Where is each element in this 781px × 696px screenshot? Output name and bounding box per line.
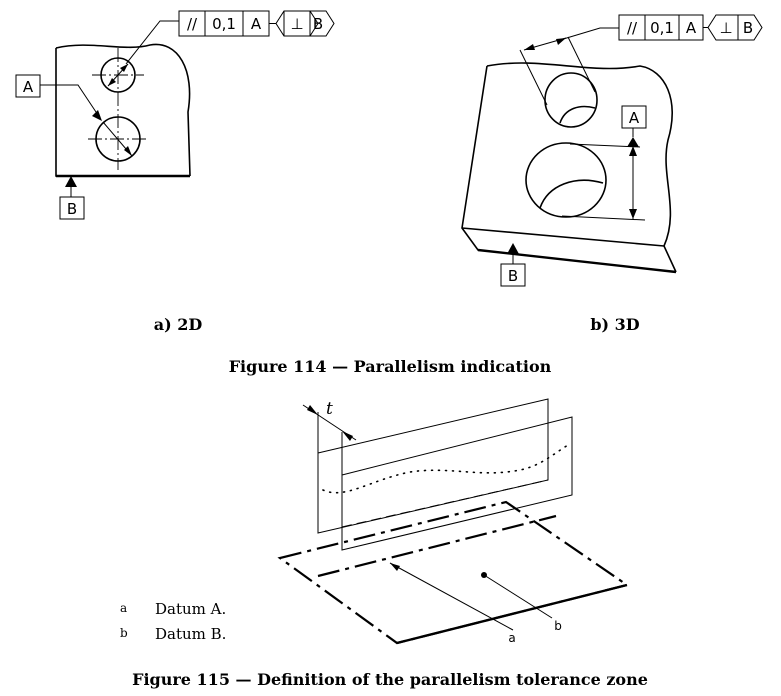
orientation-datum-3d: B <box>743 19 753 37</box>
leader-a-label: a <box>508 631 515 645</box>
width-arrow-left-3d <box>524 44 535 50</box>
feature-control-frame-3d: // 0,1 A ⊥ B <box>618 14 763 41</box>
datum-plane-front-edge <box>396 583 628 645</box>
upper-hole-ext-left-3d <box>519 49 548 106</box>
width-arrow-right-3d <box>556 38 566 45</box>
lower-hole-arrow <box>124 146 132 156</box>
datum-a-box-2d <box>15 74 41 98</box>
note-text-a: Datum A. <box>155 600 226 618</box>
t-arrow-1 <box>307 405 318 415</box>
subcaption-3d: b) 3D <box>590 315 639 334</box>
datum-ref-3d: A <box>686 19 697 37</box>
orientation-datum-2d: B <box>313 15 323 33</box>
perpendicularity-symbol-2d: ⊥ <box>290 15 303 33</box>
frame-leader-3d <box>559 27 619 41</box>
tolerance-value-3d: 0,1 <box>650 19 674 37</box>
upper-hole-ext-right-3d <box>567 36 596 93</box>
parallelism-symbol-3d: // <box>627 19 638 37</box>
datum-a-leader-2d <box>40 84 99 116</box>
datum-b-triangle-2d <box>65 176 77 187</box>
actual-surface-line <box>322 444 569 494</box>
upper-hole-arrow-2 <box>108 78 116 86</box>
datum-b-label-3d: B <box>508 267 518 285</box>
datum-b-label-2d: B <box>67 200 77 218</box>
note-key-a: a <box>120 601 127 615</box>
frame-leader-2d <box>125 20 179 65</box>
datum-b-box-2d <box>59 196 85 220</box>
figure-115-diagram: t a b <box>277 398 630 645</box>
datum-b-box-3d <box>500 263 526 287</box>
lower-hole-3d <box>525 142 607 218</box>
perpendicularity-symbol-3d: ⊥ <box>719 19 732 37</box>
datum-a-box-3d <box>621 105 647 129</box>
tolerance-plane-front <box>341 416 573 551</box>
note-text-b: Datum B. <box>155 625 226 643</box>
datum-line-a <box>317 514 557 578</box>
subcaption-2d: a) 2D <box>154 315 203 334</box>
datum-a-arrow-bottom-3d <box>629 209 637 219</box>
datum-plane-b <box>277 500 630 645</box>
block-break-line-3d <box>486 62 677 273</box>
block-top-edge-3d <box>461 227 665 247</box>
datum-a-label-3d: A <box>629 109 640 127</box>
leader-b <box>483 574 553 619</box>
datum-ref-2d: A <box>251 15 262 33</box>
hidden-edge <box>341 479 549 528</box>
leader-a <box>389 562 514 631</box>
figure-114-2d <box>40 20 191 197</box>
block-outline-3d <box>461 65 677 273</box>
t-label: t <box>326 399 333 419</box>
upper-hole-inner-3d <box>559 105 596 124</box>
part-break-line-2d <box>55 43 191 177</box>
figure-115-caption: Figure 115 — Definition of the paralleli… <box>132 670 648 689</box>
lower-hole-inner-3d <box>539 179 604 209</box>
tolerance-plane-back <box>317 398 549 534</box>
tolerance-value-2d: 0,1 <box>212 15 236 33</box>
orientation-datum-box-2d <box>309 10 335 37</box>
note-key-b: b <box>120 626 128 640</box>
figure-114-3d <box>461 27 677 274</box>
datum-b-triangle-3d <box>507 243 519 254</box>
datum-a-triangle-2d <box>92 110 102 121</box>
leader-a-arrow <box>390 563 400 571</box>
extension-line-bottom-3d <box>561 215 646 221</box>
upper-hole-arrow <box>120 64 128 72</box>
datum-a-arrow-top-3d <box>629 146 637 156</box>
datum-a-triangle-3d <box>627 137 639 147</box>
parallelism-symbol-2d: // <box>187 15 198 33</box>
t-arrow-2 <box>342 431 353 441</box>
feature-control-frame-2d: // 0,1 A ⊥ B <box>178 10 323 37</box>
leader-b-label: b <box>554 619 562 633</box>
figure-114-caption: Figure 114 — Parallelism indication <box>229 357 552 376</box>
notes-list: a Datum A. b Datum B. <box>120 600 226 643</box>
datum-a-label-2d: A <box>23 78 34 96</box>
